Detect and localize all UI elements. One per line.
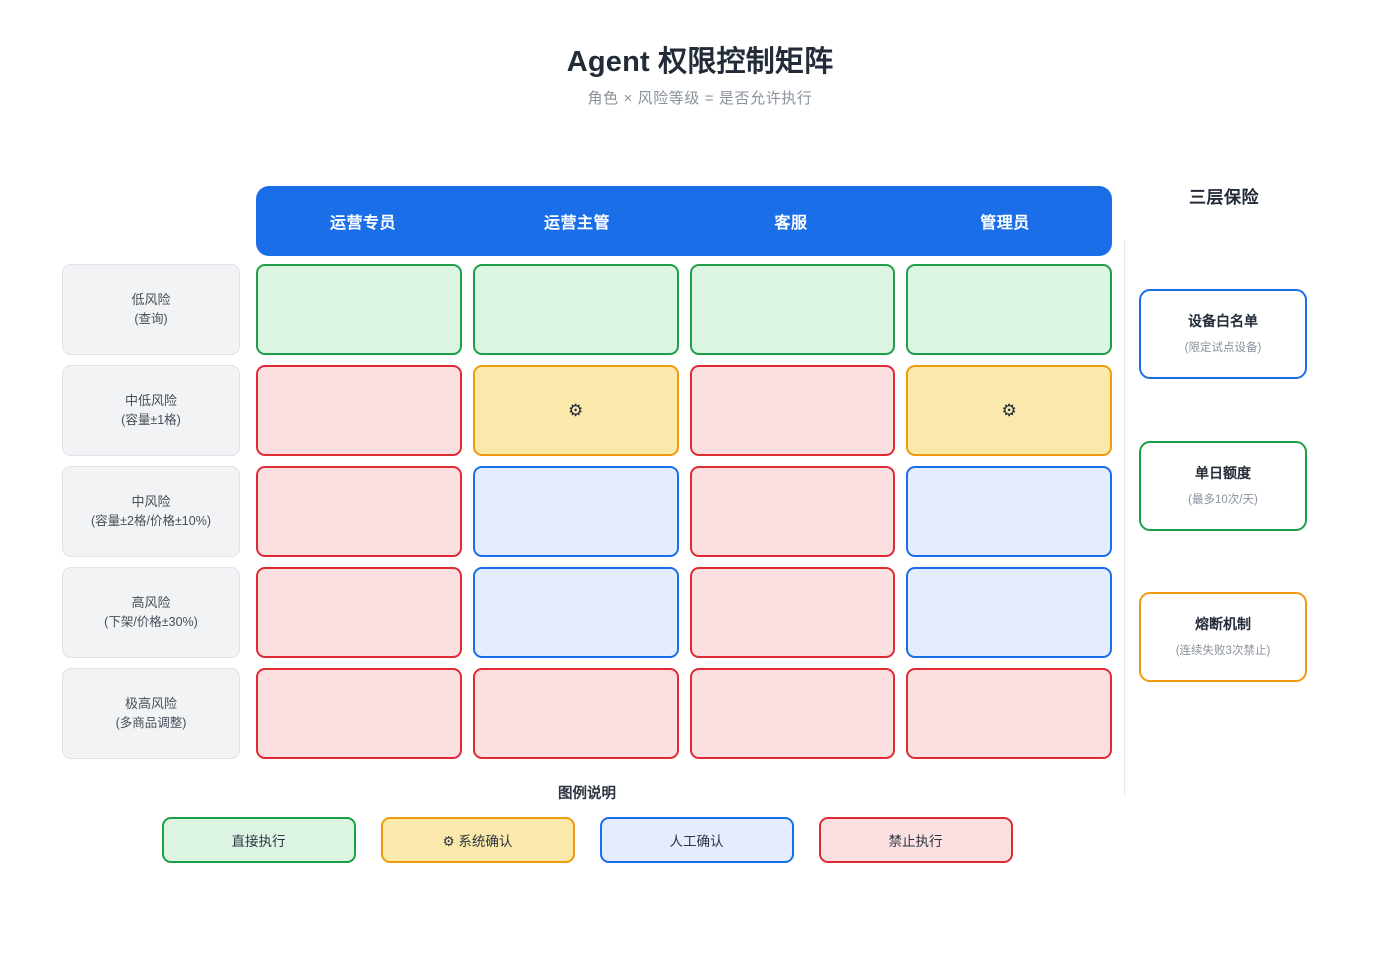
row-label-sub: (容量±1格) [121,412,181,427]
matrix-row-cells [256,567,1112,658]
column-header-4[interactable]: 管理员 [980,215,1030,232]
column-header-2[interactable]: 运营主管 [543,215,610,232]
matrix-cell-r1-c4[interactable] [906,264,1112,355]
safety-card-2[interactable]: 单日额度 (最多10次/天) [1139,441,1307,531]
row-label-4: 高风险 (下架/价格±30%) [62,567,240,658]
panel-divider [1124,240,1125,796]
legend: 图例说明 直接执行 ⚙ 系统确认人工确认禁止执行 [62,782,1112,863]
safety-panel: 三层保险 设备白名单 (限定试点设备) 单日额度 (最多10次/天) 熔断机制 (连续失败… [1139,183,1309,682]
safety-card-subtitle: (限定试点设备) [1184,341,1262,354]
matrix-cell-r1-c1[interactable] [256,264,462,355]
column-header-1[interactable]: 运营专员 [329,215,396,232]
row-label-5: 极高风险 (多商品调整) [62,668,240,759]
row-label-main: 高风险 [131,595,171,611]
legend-items: 直接执行 ⚙ 系统确认人工确认禁止执行 [62,817,1112,863]
safety-panel-title: 三层保险 [1189,188,1259,207]
matrix-cell-r4-c1[interactable] [256,567,462,658]
legend-title: 图例说明 [558,786,616,802]
row-label-sub: (下架/价格±30%) [104,614,198,629]
legend-chip-auto[interactable]: ⚙ 系统确认 [380,817,575,863]
row-label-main: 中风险 [131,494,171,510]
matrix-cell-r5-c3[interactable] [689,668,896,759]
matrix-row: 高风险 (下架/价格±30%) [62,567,1112,658]
row-label-sub: (容量±2格/价格±10%) [91,513,211,528]
matrix-cell-r4-c4[interactable] [906,567,1112,658]
safety-card-subtitle: (最多10次/天) [1188,493,1258,506]
page-title: Agent 权限控制矩阵 [566,46,834,78]
row-label-main: 中低风险 [124,393,177,409]
matrix-cell-r5-c2[interactable] [472,668,679,759]
gear-icon: ⚙ [1001,401,1017,420]
safety-card-title: 单日额度 [1195,465,1251,482]
matrix-cell-r4-c2[interactable] [472,567,679,658]
matrix-cell-r1-c2[interactable] [472,264,679,355]
row-label-2: 中低风险 (容量±1格) [62,365,240,456]
safety-card-subtitle: (连续失败3次禁止) [1175,644,1271,657]
matrix-cell-r1-c3[interactable] [689,264,896,355]
legend-chip-manual[interactable]: 人工确认 [599,817,794,863]
legend-chip-allow[interactable]: 直接执行 [161,817,356,863]
matrix-row: 极高风险 (多商品调整) [62,668,1112,759]
matrix-cell-r2-c3[interactable] [689,365,896,456]
legend-chip-deny[interactable]: 禁止执行 [818,817,1013,863]
safety-card-title: 设备白名单 [1188,313,1258,330]
matrix-column-headers: 运营专员 运营主管 客服 管理员 [256,186,1112,256]
matrix-cell-r5-c4[interactable] [906,668,1112,759]
row-label-1: 低风险 (查询) [62,264,240,355]
safety-card-1[interactable]: 设备白名单 (限定试点设备) [1139,289,1307,379]
matrix-cell-r3-c4[interactable] [906,466,1112,557]
matrix-body: 低风险(查询)中低风险(容量±1格)⚙⚙中风险(容量±2格/价格±10%)高风险… [62,264,1112,769]
matrix-cell-r2-c1[interactable] [256,365,462,456]
matrix-row-cells: ⚙⚙ [256,365,1112,456]
matrix-cell-r3-c1[interactable] [256,466,462,557]
row-label-sub: (多商品调整) [115,715,187,730]
matrix-row-cells [256,264,1112,355]
column-header-3[interactable]: 客服 [774,215,808,232]
matrix-row: 中风险 (容量±2格/价格±10%) [62,466,1112,557]
matrix-cell-r2-c2[interactable]: ⚙ [472,365,679,456]
matrix-row: 中低风险(容量±1格)⚙⚙ [62,365,1112,456]
gear-icon: ⚙ [568,401,584,420]
matrix-row: 低风险 (查询) [62,264,1112,355]
matrix-row-cells [256,466,1112,557]
matrix-row-cells [256,668,1112,759]
matrix-cell-r3-c2[interactable] [472,466,679,557]
matrix-cell-r3-c3[interactable] [689,466,896,557]
page-header: Agent 权限控制矩阵 角色 × 风险等级 = 是否允许执行 [0,0,1400,109]
page-subtitle: 角色 × 风险等级 = 是否允许执行 [587,90,813,108]
matrix-cell-r5-c1[interactable] [256,668,462,759]
row-label-main: 低风险 [131,292,171,308]
row-label-3: 中风险 (容量±2格/价格±10%) [62,466,240,557]
row-label-main: 极高风险 [124,696,177,712]
matrix-cell-r2-c4[interactable]: ⚙ [906,365,1112,456]
safety-card-title: 熔断机制 [1195,616,1251,633]
safety-card-3[interactable]: 熔断机制 (连续失败3次禁止) [1139,592,1307,682]
row-label-sub: (查询) [134,311,168,326]
matrix-cell-r4-c3[interactable] [689,567,896,658]
